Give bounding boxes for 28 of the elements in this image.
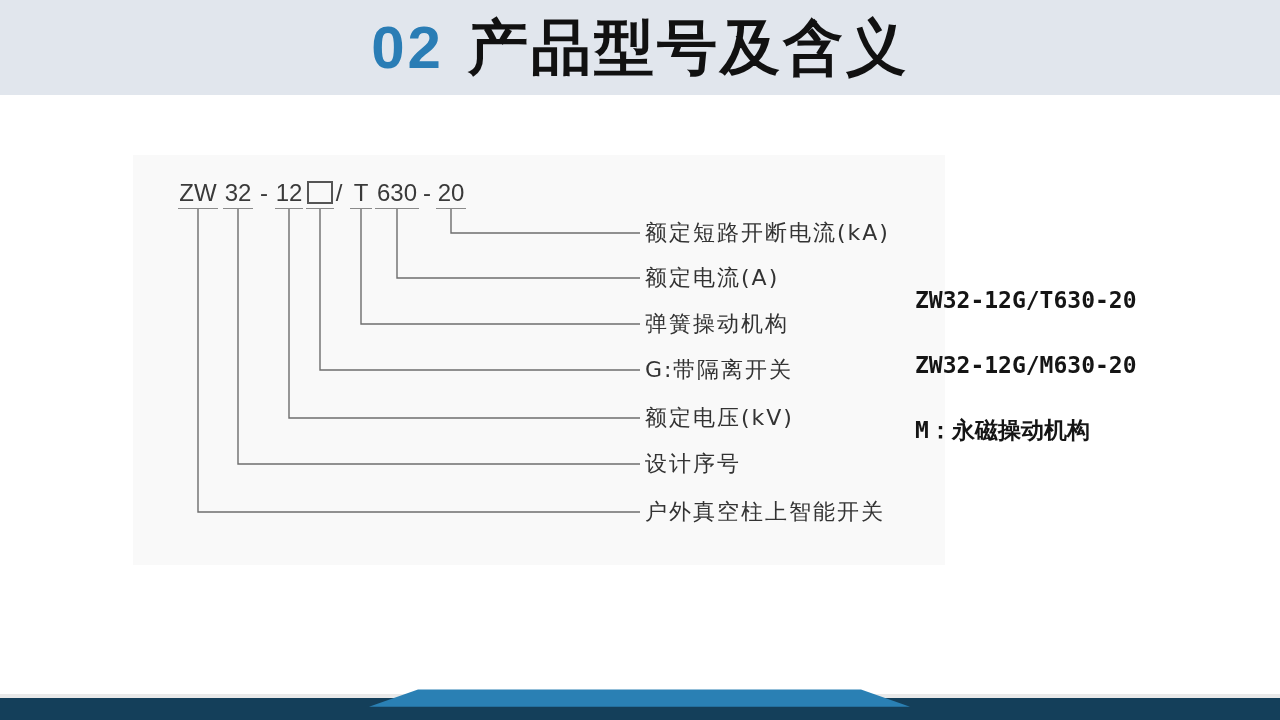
- meaning-label: 户外真空柱上智能开关: [640, 497, 885, 527]
- model-code-segment: T: [350, 179, 372, 209]
- meaning-label: 额定电压(kV): [640, 403, 794, 433]
- meaning-label: 设计序号: [640, 449, 741, 479]
- leader-line: [237, 208, 641, 465]
- meaning-label: G:带隔离开关: [640, 355, 794, 385]
- meaning-label: 额定电流(A): [640, 263, 780, 293]
- code-separator: /: [334, 179, 344, 206]
- model-example: ZW32-12G/M630-20: [915, 351, 1137, 380]
- leader-line: [450, 208, 641, 234]
- model-code-segment: 630: [375, 179, 419, 209]
- leader-line: [288, 208, 641, 419]
- model-code-segment: ZW: [178, 179, 218, 209]
- slide-title: 02 产品型号及含义: [371, 11, 909, 84]
- model-code-segment: 20: [436, 179, 466, 209]
- leader-line: [396, 208, 641, 279]
- code-separator: -: [259, 179, 269, 206]
- leader-line: [197, 208, 641, 513]
- empty-square-placeholder: [306, 179, 334, 209]
- model-example: ZW32-12G/T630-20: [915, 286, 1137, 315]
- leader-line: [319, 208, 641, 371]
- meaning-label: 额定短路开断电流(kA): [640, 218, 890, 248]
- model-code-segment: 32: [223, 179, 253, 209]
- meaning-label: 弹簧操动机构: [640, 309, 789, 339]
- model-code-segment: 12: [275, 179, 303, 209]
- code-separator: -: [422, 179, 432, 206]
- note-text: M：永磁操动机构: [915, 416, 1090, 445]
- leader-line: [360, 208, 641, 325]
